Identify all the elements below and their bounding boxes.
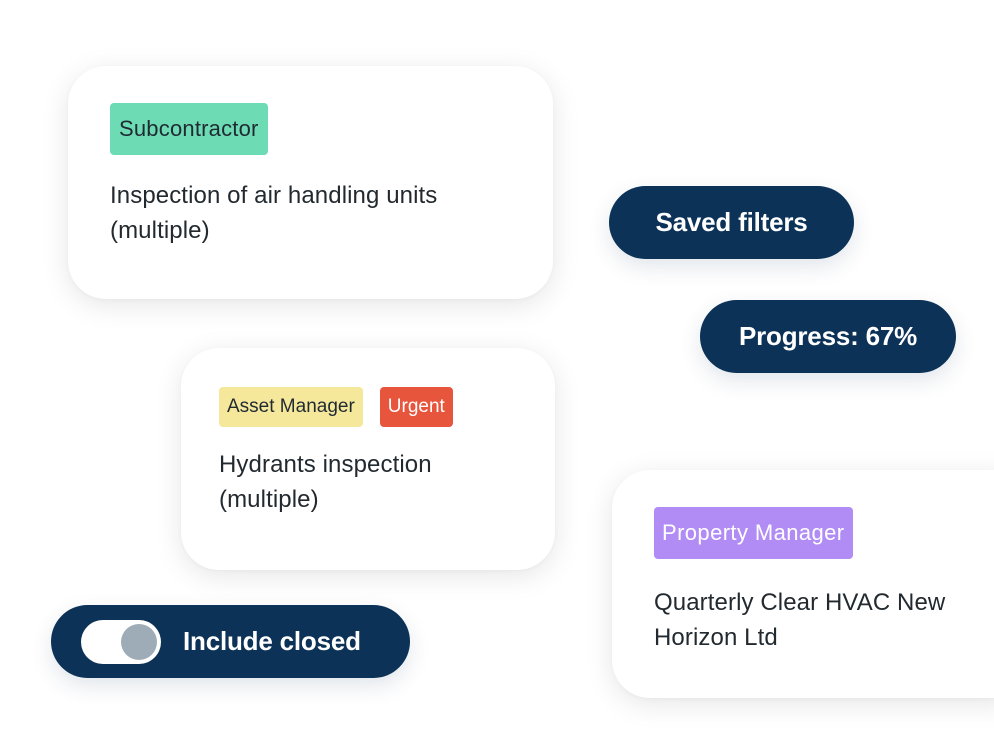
role-tag-property-manager: Property Manager [654,507,853,559]
urgent-tag: Urgent [379,387,453,427]
toggle-knob [121,623,157,660]
task-card-air-handling[interactable]: Subcontractor Inspection of air handling… [68,66,553,299]
task-card-hvac[interactable]: Property Manager Quarterly Clear HVAC Ne… [612,470,994,698]
role-tag-subcontractor: Subcontractor [110,103,268,155]
include-closed-filter[interactable]: Include closed [51,605,410,678]
tag-row: Property Manager [654,507,994,559]
task-title-line: Horizon Ltd [654,624,778,651]
include-closed-label: Include closed [183,626,361,656]
task-title-line: Inspection of air handling units [110,182,438,209]
task-title: Hydrants inspection (multiple) [219,447,555,517]
task-title-line: (multiple) [219,486,319,513]
tag-row: Subcontractor [110,103,553,155]
role-tag-asset-manager: Asset Manager [219,387,363,427]
task-title-line: (multiple) [110,217,210,244]
include-closed-toggle[interactable] [81,619,161,664]
task-title-line: Quarterly Clear HVAC New [654,589,946,616]
task-card-hydrants[interactable]: Asset Manager Urgent Hydrants inspection… [181,348,555,570]
task-title: Quarterly Clear HVAC New Horizon Ltd [654,585,994,655]
task-title-line: Hydrants inspection [219,451,432,478]
progress-badge[interactable]: Progress: 67% [700,300,956,373]
tag-row: Asset Manager Urgent [219,387,555,427]
saved-filters-button[interactable]: Saved filters [609,186,854,259]
task-title: Inspection of air handling units (multip… [110,178,553,248]
